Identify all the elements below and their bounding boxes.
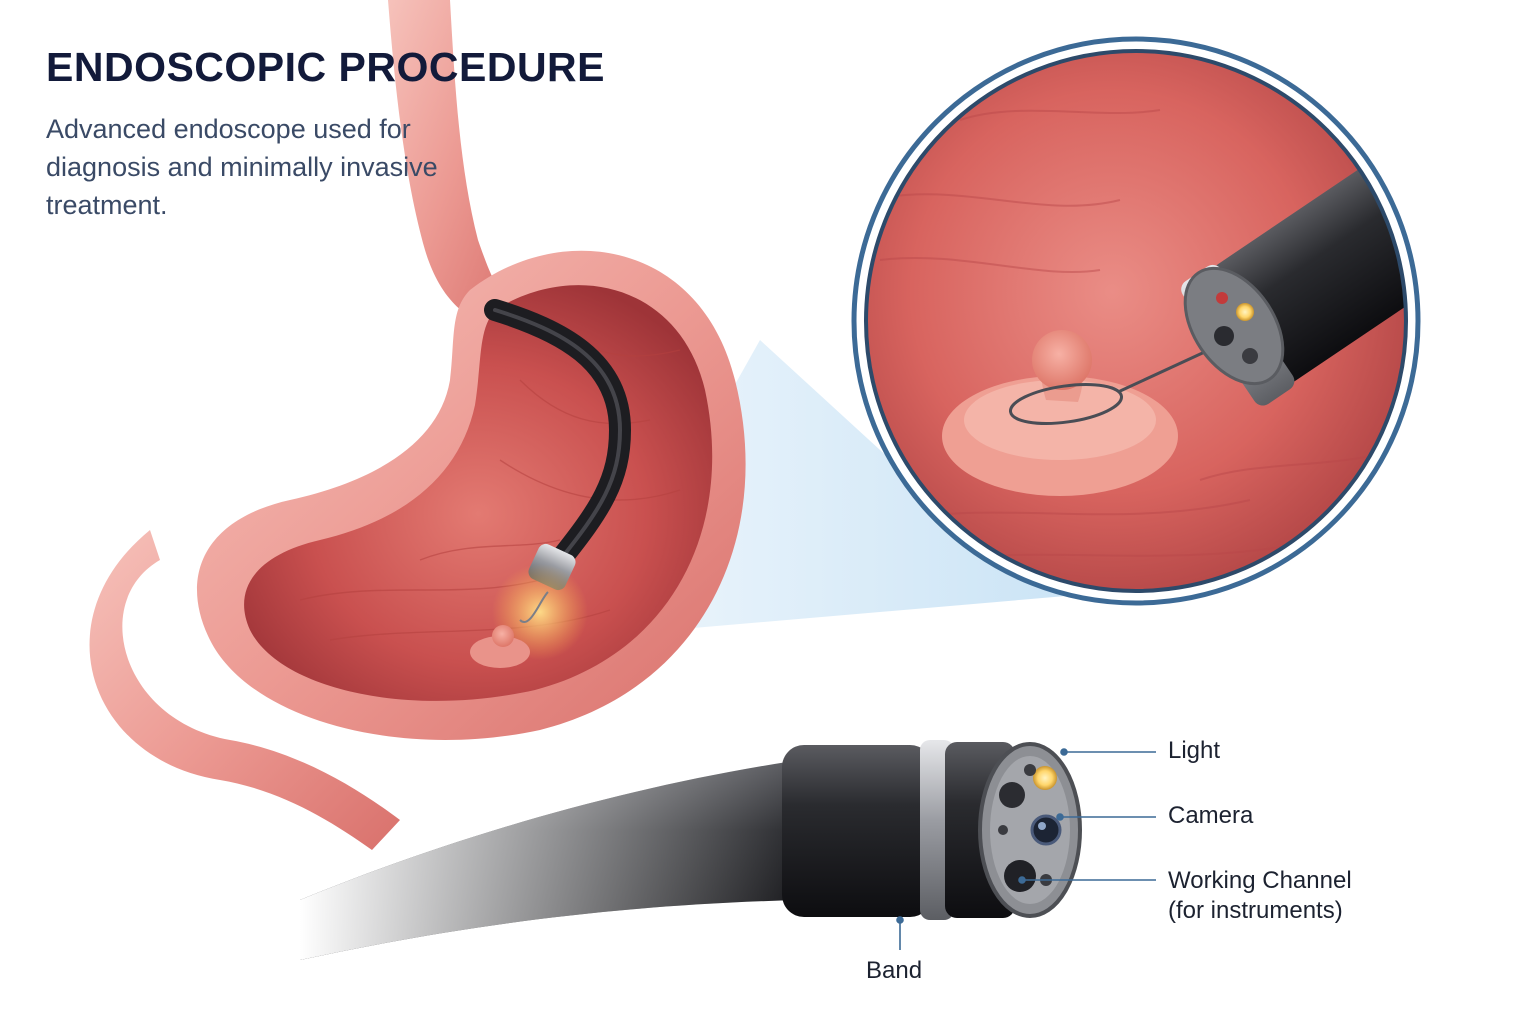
callout-working-channel: Working Channel (for instruments): [1168, 866, 1352, 926]
stomach-cavity: [244, 285, 713, 701]
light-glow: [492, 564, 588, 660]
polyp-small: [470, 636, 530, 668]
working-channel-opening: [1004, 860, 1036, 892]
duodenum: [89, 530, 401, 850]
endoscope-tip-illustration: [300, 740, 1082, 960]
callout-working-channel-note: (for instruments): [1168, 897, 1343, 924]
leader-lines: [896, 748, 1156, 950]
stomach-illustration: [89, 0, 746, 850]
light-lens: [1033, 766, 1057, 790]
callout-light-label: Light: [1168, 737, 1221, 764]
callout-camera-label: Camera: [1168, 802, 1254, 829]
page-subtitle: Advanced endoscope used for diagnosis an…: [46, 114, 438, 220]
polyp-head: [1032, 330, 1092, 390]
callout-working-channel-label: Working Channel: [1168, 867, 1352, 894]
camera-lens: [1030, 814, 1062, 846]
callout-band-label: Band: [866, 957, 923, 984]
esophagus: [388, 0, 520, 330]
callout-light: Light: [1168, 736, 1220, 766]
snare-loop: [1008, 383, 1124, 425]
callout-band: Band: [866, 956, 922, 986]
page-title: ENDOSCOPIC PROCEDURE: [46, 44, 606, 90]
band: [782, 745, 932, 917]
lens-tip-face: [1183, 266, 1285, 386]
callout-camera: Camera: [1168, 801, 1253, 831]
magnified-view-illustration: [851, 36, 1421, 606]
